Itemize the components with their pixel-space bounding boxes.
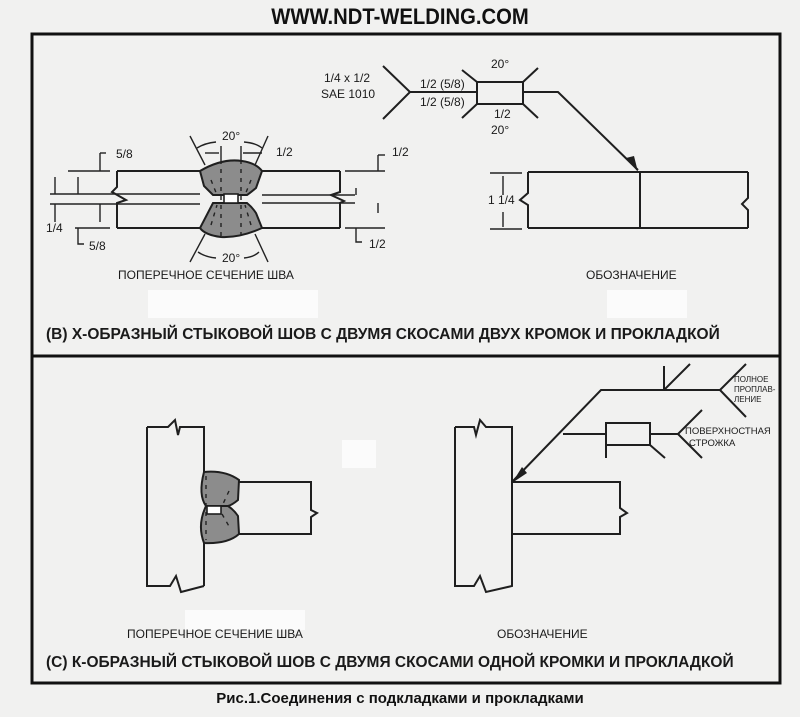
symbol-arrow-side-depth: 1/2 (5/8) bbox=[420, 77, 465, 91]
panel-b-weld-symbol: 1/4 x 1/2 SAE 1010 1/2 (5/8) 1/2 (5/8) 2… bbox=[321, 57, 749, 230]
note-back-gouge-1: ПОВЕРХНОСТНАЯ bbox=[685, 426, 771, 437]
symbol-spacer-material: SAE 1010 bbox=[321, 87, 375, 101]
dim-5-8-bottom: 5/8 bbox=[89, 239, 106, 253]
figure-caption: Рис.1.Соединения с подкладками и проклад… bbox=[216, 690, 584, 707]
dim-angle-top: 20° bbox=[222, 129, 240, 143]
dim-1-4: 1/4 bbox=[46, 221, 63, 235]
spacer-symbol-box bbox=[476, 81, 524, 105]
weld-bead-top bbox=[198, 159, 264, 196]
dim-1-2-top-right: 1/2 bbox=[392, 145, 409, 159]
panel-c-cross-section bbox=[146, 417, 319, 594]
dim-angle-bottom: 20° bbox=[222, 251, 240, 265]
symbol-angle-top: 20° bbox=[491, 57, 509, 71]
symbol-root-opening: 1/2 bbox=[494, 107, 511, 121]
blank-patch bbox=[342, 440, 376, 468]
weld-bead-upper bbox=[200, 470, 241, 507]
note-back-gouge-2: СТРОЖКА bbox=[689, 438, 736, 449]
note-full-penetration-2: ПРОПЛАВ- bbox=[734, 385, 776, 394]
site-title: WWW.NDT-WELDING.COM bbox=[271, 4, 529, 29]
note-full-penetration-1: ПОЛНОЕ bbox=[734, 375, 768, 384]
panel-b-symbol-label: ОБОЗНАЧЕНИЕ bbox=[586, 268, 677, 282]
dim-5-8-top: 5/8 bbox=[116, 147, 133, 161]
spacer-bar bbox=[223, 193, 239, 204]
weld-bead-lower bbox=[200, 505, 241, 545]
spacer-symbol-box bbox=[605, 422, 651, 446]
panel-b-cross-section: 5/8 5/8 1/4 20° 20° 1/2 1/2 1/2 bbox=[46, 129, 409, 265]
note-full-penetration-3: ЛЕНИЕ bbox=[734, 395, 761, 404]
panel-c-weld-symbol: ПОЛНОЕ ПРОПЛАВ- ЛЕНИЕ ПОВЕРХНОСТНАЯ СТРО… bbox=[454, 363, 776, 594]
blank-patch bbox=[185, 610, 305, 630]
panel-c-section-label: ПОПЕРЕЧНОЕ СЕЧЕНИЕ ШВА bbox=[127, 627, 303, 641]
symbol-spacer-size: 1/4 x 1/2 bbox=[324, 71, 370, 85]
panel-c-symbol-label: ОБОЗНАЧЕНИЕ bbox=[497, 627, 588, 641]
spacer-bar bbox=[206, 505, 222, 515]
symbol-other-side-depth: 1/2 (5/8) bbox=[420, 95, 465, 109]
panel-c-title: (C) К-ОБРАЗНЫЙ СТЫКОВОЙ ШОВ С ДВУМЯ СКОС… bbox=[46, 653, 734, 671]
panel-b-title: (B) Х-ОБРАЗНЫЙ СТЫКОВОЙ ШОВ С ДВУМЯ СКОС… bbox=[46, 325, 720, 343]
dim-root-opening: 1/2 bbox=[276, 145, 293, 159]
outer-frame bbox=[30, 32, 782, 685]
symbol-angle-bottom: 20° bbox=[491, 123, 509, 137]
dim-1-2-bottom-right: 1/2 bbox=[369, 237, 386, 251]
panel-b-section-label: ПОПЕРЕЧНОЕ СЕЧЕНИЕ ШВА bbox=[118, 268, 294, 282]
dim-total-thickness: 1 1/4 bbox=[488, 193, 515, 207]
blank-patch bbox=[148, 290, 318, 318]
weld-bead-bottom bbox=[198, 202, 264, 239]
blank-patch bbox=[607, 290, 687, 318]
